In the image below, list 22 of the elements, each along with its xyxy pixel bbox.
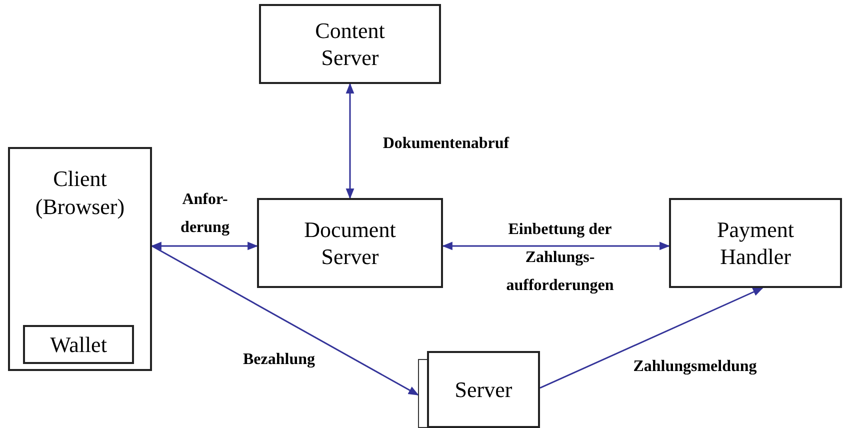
node-label: Payment Handler xyxy=(716,216,795,270)
arrow xyxy=(152,245,419,396)
edge-label: Zahlungsmeldung xyxy=(632,357,758,377)
arrow xyxy=(540,287,764,389)
node-label: Client (Browser) xyxy=(34,165,126,220)
edge-label: Dokumentenabruf xyxy=(382,134,510,154)
arrow xyxy=(150,242,258,250)
edge-label: Bezahlung xyxy=(242,350,316,370)
server-box xyxy=(23,325,134,364)
node-label: Wallet xyxy=(50,330,107,358)
edge-label: Einbettung der Zahlungs- aufforderungen xyxy=(505,220,615,296)
server-box xyxy=(669,198,842,288)
node-label: Content Server xyxy=(314,16,386,72)
arrow xyxy=(346,82,354,200)
server-box xyxy=(257,198,443,288)
server-stack xyxy=(418,351,540,428)
edge-label: Anfor- derung xyxy=(180,190,230,238)
server-box xyxy=(259,4,441,84)
node-label: Document Server xyxy=(303,216,397,270)
node-label: Server xyxy=(454,376,512,404)
client-box xyxy=(8,147,152,371)
arrow xyxy=(442,242,670,250)
